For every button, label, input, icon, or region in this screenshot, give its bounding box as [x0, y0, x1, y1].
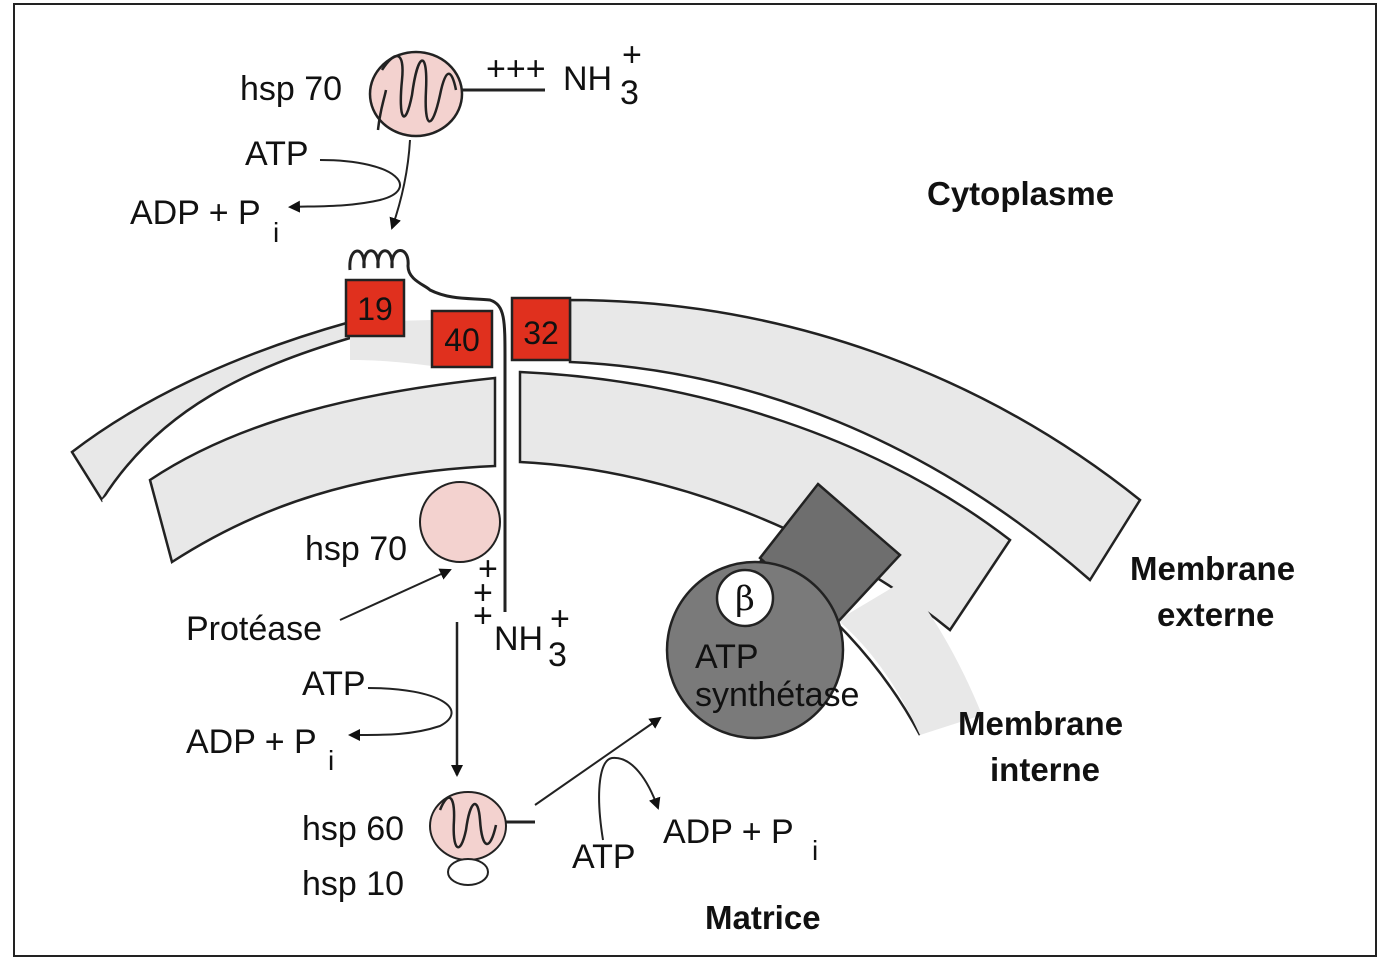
- inner-membrane-lower-fill: [838, 580, 982, 735]
- nh3-top-sub: 3: [620, 74, 639, 112]
- outer-membrane-label-2: externe: [1157, 596, 1274, 633]
- outer-membrane-label-1: Membrane: [1130, 550, 1295, 587]
- adp-middle-label: ADP + P: [186, 723, 317, 761]
- matrix-label: Matrice: [705, 899, 821, 936]
- hsp70-top-label: hsp 70: [240, 70, 342, 108]
- receptor-19-label: 19: [357, 291, 393, 327]
- hsp70-cytoplasm-chaperone: [368, 50, 545, 138]
- charge-2: +: [473, 574, 493, 612]
- hsp70-matrix-chaperone: [419, 481, 501, 563]
- hsp10-label: hsp 10: [302, 865, 404, 903]
- nh3-top-charge: +: [622, 36, 642, 74]
- hsp60-hsp10-chaperonin: [429, 791, 535, 886]
- nh3-matrix-sub: 3: [548, 636, 567, 674]
- outer-membrane-right: [568, 298, 1142, 582]
- receptor-40: 40: [430, 309, 494, 369]
- beta-label: β: [735, 579, 755, 619]
- hsp60-label: hsp 60: [302, 810, 404, 848]
- synthase-label-2: synthétase: [695, 676, 859, 714]
- presequence-coil: [348, 249, 507, 612]
- nh3-matrix-charge: +: [550, 600, 570, 638]
- arrow-to-synthase: [534, 716, 662, 806]
- cytoplasm-label: Cytoplasme: [927, 175, 1114, 212]
- protease-label: Protéase: [186, 610, 322, 648]
- atp-middle-label: ATP: [302, 665, 366, 703]
- hsp70-matrix-label: hsp 70: [305, 530, 407, 568]
- receptor-32-label: 32: [523, 315, 559, 351]
- receptor-32: 32: [510, 296, 572, 362]
- charge-1: +: [478, 550, 498, 588]
- adp-bottom-sub: i: [812, 835, 818, 866]
- nh3-top: NH: [563, 60, 612, 98]
- positive-charges-top: +++: [486, 50, 546, 88]
- protease-arrow: [339, 568, 452, 621]
- adp-bottom-label: ADP + P: [663, 813, 794, 851]
- atp-top-curve-arrow: [288, 159, 401, 213]
- adp-top-label: ADP + P: [130, 194, 261, 232]
- nh3-matrix: NH: [494, 620, 543, 658]
- atp-top-label: ATP: [245, 135, 309, 173]
- receptor-19: 19: [344, 278, 406, 338]
- beta-subunit: [715, 568, 775, 628]
- atp-synthase-head: [665, 560, 845, 740]
- charge-3: +: [473, 597, 493, 635]
- atp-bottom-curve-arrow: [598, 756, 661, 841]
- synthase-label-1: ATP: [695, 638, 759, 676]
- inner-membrane-label-2: interne: [990, 751, 1100, 788]
- atp-middle-curve-arrow: [348, 687, 453, 742]
- descent-arrow-top: [389, 139, 411, 230]
- adp-top-sub: i: [273, 217, 279, 248]
- adp-middle-sub: i: [328, 745, 334, 776]
- atp-bottom-label: ATP: [572, 838, 636, 876]
- inner-membrane-label-1: Membrane: [958, 705, 1123, 742]
- receptor-40-label: 40: [444, 322, 480, 358]
- inner-membrane-left-band: [148, 376, 497, 564]
- figure-frame: [13, 3, 1377, 957]
